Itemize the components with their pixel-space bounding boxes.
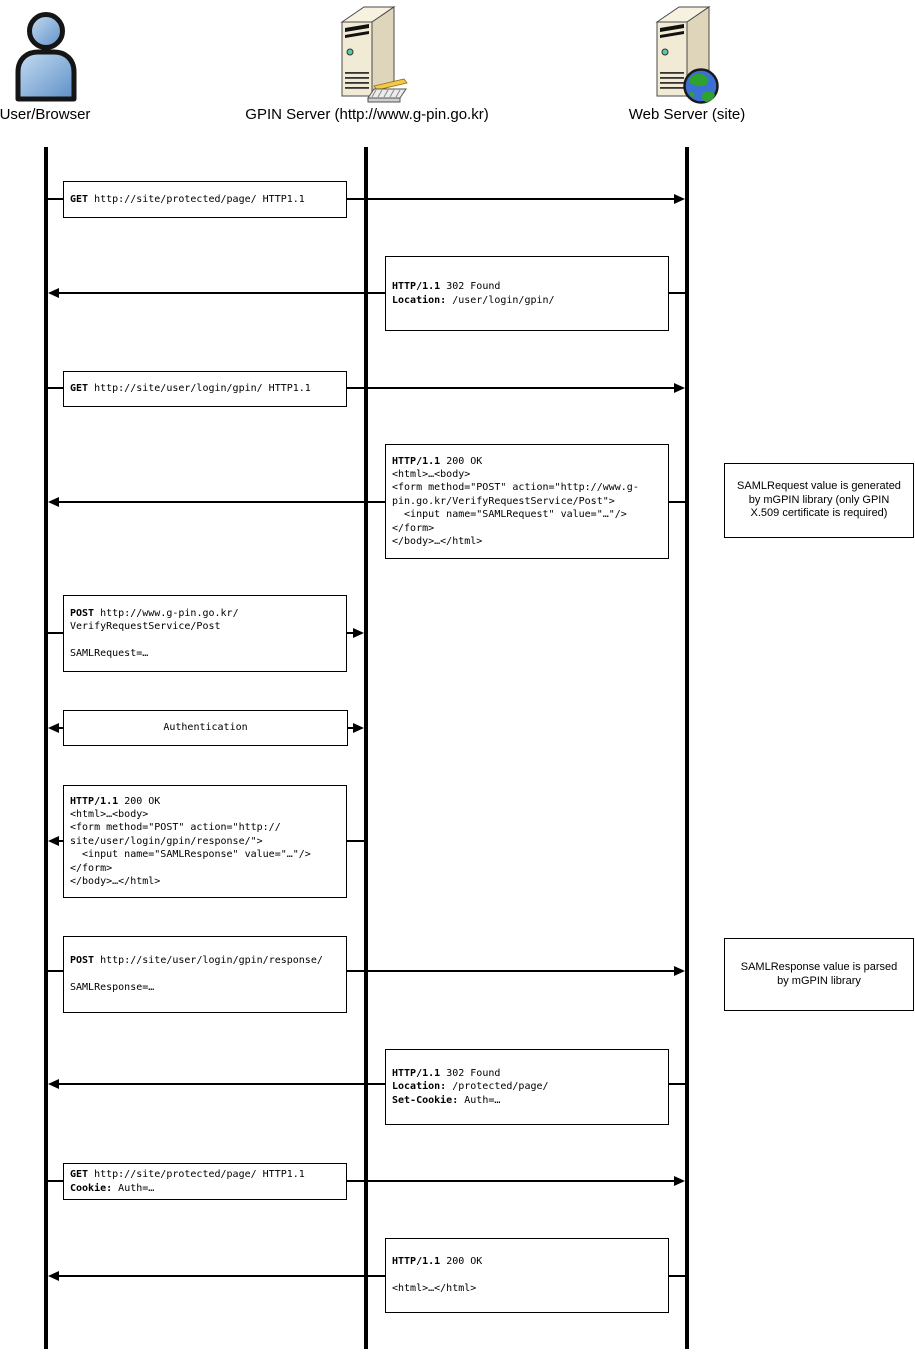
arrow-m4 [59,501,686,503]
arrowhead-m11 [48,1271,59,1281]
message-get-login-gpin: GET http://site/user/login/gpin/ HTTP1.1 [63,371,347,407]
arrowhead-m9 [48,1079,59,1089]
arrowhead-m2 [48,288,59,298]
message-line: <input name="SAMLResponse" value="…"/> [70,849,311,861]
message-line: Set-Cookie: Auth=… [392,1094,501,1106]
message-302-login-gpin: HTTP/1.1 302 Found Location: /user/login… [385,256,669,331]
message-line: <input name="SAMLRequest" value="…"/> [392,509,627,521]
server-keyboard-icon [328,2,408,111]
message-line: <html>…</html> [392,1283,477,1295]
message-line: HTTP/1.1 200 OK [392,455,483,467]
lifeline-user [44,147,48,1349]
message-302-set-cookie: HTTP/1.1 302 Found Location: /protected/… [385,1049,669,1125]
note-samlrequest-generated: SAMLRequest value is generated by mGPIN … [724,463,914,538]
message-line: Cookie: Auth=… [70,1182,155,1194]
message-line: <html>…<body> [70,808,149,820]
arrowhead-m3 [674,383,685,393]
message-line: HTTP/1.1 302 Found [392,281,501,293]
message-200-final-html: HTTP/1.1 200 OK <html>…</html> [385,1238,669,1313]
arrow-m8 [48,970,675,972]
message-authentication: Authentication [63,710,348,746]
message-line: </form> [392,522,435,534]
actor-label-web: Web Server (site) [628,106,746,123]
message-line: </form> [70,862,113,874]
message-post-verifyrequest: POST http://www.g-pin.go.kr/ VerifyReque… [63,595,347,672]
message-line: HTTP/1.1 200 OK [70,795,161,807]
message-line: Authentication [163,722,248,734]
actor-label-gpin: GPIN Server (http://www.g-pin.go.kr) [245,106,489,123]
message-line: </body>…</html> [70,876,161,888]
message-line: <form method="POST" action="http://www.g… [392,482,639,494]
arrowhead-m4 [48,497,59,507]
message-line: <html>…<body> [392,468,471,480]
message-get-with-cookie: GET http://site/protected/page/ HTTP1.1 … [63,1163,347,1200]
message-line: VerifyRequestService/Post [70,621,221,633]
message-line: HTTP/1.1 200 OK [392,1256,483,1268]
note-samlresponse-parsed: SAMLResponse value is parsed by mGPIN li… [724,938,914,1011]
message-line: HTTP/1.1 302 Found [392,1067,501,1079]
message-line: SAMLRequest=… [70,647,149,659]
message-line: GET http://site/protected/page/ HTTP1.1 [70,1169,305,1181]
message-line: pin.go.kr/VerifyRequestService/Post"> [392,495,615,507]
message-line [70,634,340,647]
message-line: Location: /protected/page/ [392,1081,549,1093]
message-line: GET http://site/protected/page/ HTTP1.1 [70,193,305,205]
message-line: site/user/login/gpin/response/"> [70,835,263,847]
message-line [70,968,340,981]
arrow-m9 [59,1083,686,1085]
arrow-m1 [48,198,675,200]
server-globe-icon [643,2,723,111]
message-200-samlresponse-form: HTTP/1.1 200 OK <html>…<body> <form meth… [63,785,347,898]
arrowhead-m1 [674,194,685,204]
arrow-m10 [48,1180,675,1182]
message-200-samlrequest-form: HTTP/1.1 200 OK <html>…<body> <form meth… [385,444,669,559]
arrowhead-m6-right [353,723,364,733]
message-get-protected-page: GET http://site/protected/page/ HTTP1.1 [63,181,347,218]
message-post-gpin-response: POST http://site/user/login/gpin/respons… [63,936,347,1013]
arrow-m3 [48,387,675,389]
message-line: POST http://site/user/login/gpin/respons… [70,955,323,967]
message-line [392,1269,662,1282]
arrowhead-m8 [674,966,685,976]
message-line: <form method="POST" action="http:// [70,822,281,834]
message-line: GET http://site/user/login/gpin/ HTTP1.1 [70,383,311,395]
arrowhead-m6-left [48,723,59,733]
actor-label-user: User/Browser [0,106,91,123]
message-line: SAMLResponse=… [70,982,155,994]
arrowhead-m5 [353,628,364,638]
arrowhead-m10 [674,1176,685,1186]
message-line: Location: /user/login/gpin/ [392,294,555,306]
arrowhead-m7 [48,836,59,846]
message-line: POST http://www.g-pin.go.kr/ [70,607,239,619]
arrow-m11 [59,1275,686,1277]
globe-icon [683,68,719,104]
lifeline-gpin [364,147,368,1349]
user-icon [9,6,83,107]
lifeline-web [685,147,689,1349]
message-line: </body>…</html> [392,536,483,548]
arrow-m2 [59,292,686,294]
